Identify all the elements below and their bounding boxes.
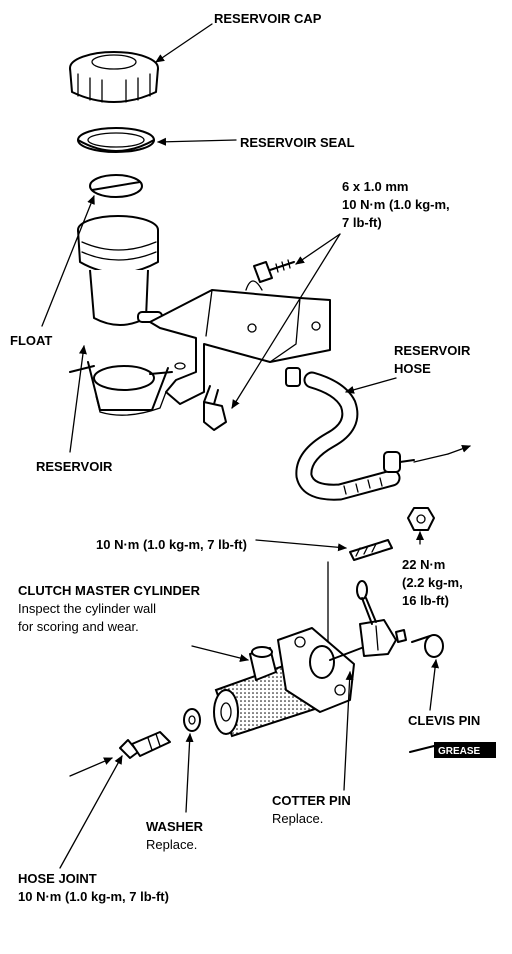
cotter-pin-text: COTTER PIN xyxy=(272,793,351,808)
reservoir-cap-label: RESERVOIR CAP xyxy=(214,11,322,26)
bracket-bolt-lower xyxy=(203,385,227,431)
bracket-bolt-upper xyxy=(253,259,295,283)
hose-joint-text: HOSE JOINT xyxy=(18,871,97,886)
reservoir-hose-part xyxy=(285,367,415,501)
bolt-torque-text-2: 7 lb-ft) xyxy=(342,215,382,230)
nut-torque-text-2: (2.2 kg-m, xyxy=(402,575,463,590)
washer-part xyxy=(183,708,201,732)
nut-torque-text-3: 16 lb-ft) xyxy=(402,593,449,608)
reservoir-hose-text-2: HOSE xyxy=(394,361,431,376)
clutch-master-cylinder-part xyxy=(213,619,407,738)
reservoir-label: RESERVOIR xyxy=(36,459,113,474)
leader-lines xyxy=(41,23,471,869)
mounting-bracket xyxy=(149,280,331,405)
cmc-title: CLUTCH MASTER CYLINDER xyxy=(18,583,200,598)
grease-label: GREASE xyxy=(438,746,481,757)
clevis-pin-part xyxy=(411,634,444,658)
float-part xyxy=(89,174,143,198)
nut-torque-text-1: 22 N·m xyxy=(402,557,446,572)
grease-symbol: GREASE xyxy=(409,742,496,758)
cotter-pin-part xyxy=(356,580,377,625)
reservoir-seal-part xyxy=(77,127,155,153)
bolt-torque-text-1: 10 N·m (1.0 kg-m, xyxy=(342,197,450,212)
bolt-size-text: 6 x 1.0 mm xyxy=(342,179,409,194)
float-label: FLOAT xyxy=(10,333,53,348)
hose-joint-torque: 10 N·m (1.0 kg-m, 7 lb-ft) xyxy=(18,889,169,904)
washer-text: WASHER xyxy=(146,819,204,834)
reservoir-seal-label: RESERVOIR SEAL xyxy=(240,135,355,150)
washer-replace: Replace. xyxy=(146,837,198,852)
clevis-pin-label: CLEVIS PIN xyxy=(408,713,481,728)
stud-torque-label: 10 N·m (1.0 kg-m, 7 lb-ft) xyxy=(96,537,247,552)
cotter-pin-replace: Replace. xyxy=(272,811,324,826)
mounting-nut xyxy=(407,507,435,531)
reservoir-hose-text-1: RESERVOIR xyxy=(394,343,471,358)
master-cylinder-stud xyxy=(349,539,393,561)
reservoir-cap-part xyxy=(69,51,159,103)
hose-joint-part xyxy=(119,731,171,759)
cmc-note-2: for scoring and wear. xyxy=(18,619,139,634)
reservoir-part xyxy=(69,215,173,416)
cmc-note-1: Inspect the cylinder wall xyxy=(18,601,157,616)
